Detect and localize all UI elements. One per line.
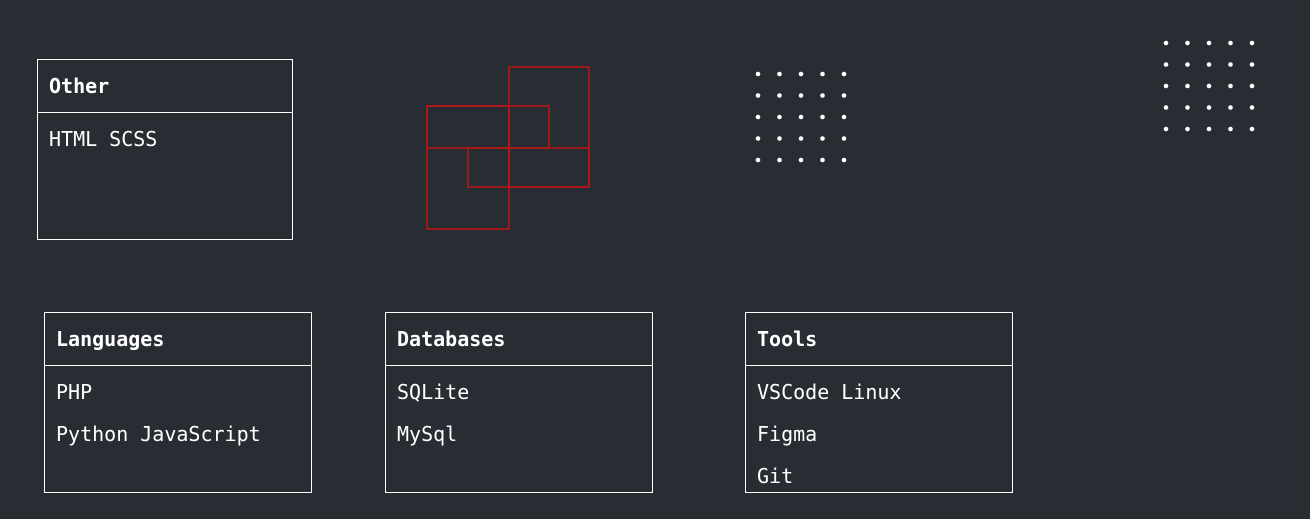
dot xyxy=(798,157,804,163)
dot xyxy=(1163,126,1169,132)
dot xyxy=(1206,83,1212,89)
skill-card-languages: Languages PHP Python JavaScript xyxy=(44,312,312,493)
dot xyxy=(841,157,847,163)
dot xyxy=(1228,83,1233,89)
dot xyxy=(777,136,782,141)
dot xyxy=(820,93,825,98)
dot xyxy=(820,71,825,77)
skill-item: HTML xyxy=(49,127,98,151)
skill-item: SQLite xyxy=(397,380,470,404)
dot xyxy=(841,71,847,77)
dot xyxy=(755,136,761,141)
dot xyxy=(755,71,761,77)
skill-card-databases: Databases SQLite MySql xyxy=(385,312,653,493)
dot xyxy=(755,114,761,120)
dot xyxy=(1249,105,1255,110)
skill-item: VSCode xyxy=(757,380,830,404)
skill-row: VSCode Linux xyxy=(757,376,1001,418)
dot xyxy=(820,136,825,141)
dot xyxy=(841,114,847,120)
skill-row: Figma xyxy=(757,418,1001,460)
dot xyxy=(777,71,782,77)
skill-item: JavaScript xyxy=(140,422,261,446)
skill-item: Git xyxy=(757,464,794,488)
skill-item: SCSS xyxy=(109,127,158,151)
skill-row: PHP xyxy=(56,376,300,418)
dot xyxy=(1228,40,1233,46)
dot-grid-icon xyxy=(1163,40,1255,132)
skill-item: Linux xyxy=(841,380,902,404)
dot xyxy=(1206,126,1212,132)
dot xyxy=(1228,105,1233,110)
dot xyxy=(820,157,825,163)
skill-row: Python JavaScript xyxy=(56,418,300,460)
dot xyxy=(1163,40,1169,46)
skill-item: MySql xyxy=(397,422,458,446)
dot xyxy=(798,114,804,120)
dot xyxy=(777,157,782,163)
overlapping-squares-logo xyxy=(426,66,590,230)
skill-row: Git xyxy=(757,460,1001,502)
dot xyxy=(1185,105,1190,110)
dot xyxy=(1249,62,1255,67)
skill-row: MySql xyxy=(397,418,641,460)
dot xyxy=(798,93,804,98)
dot xyxy=(1228,126,1233,132)
skill-row: HTML SCSS xyxy=(49,123,281,165)
skill-card-other: Other HTML SCSS xyxy=(37,59,293,240)
dot xyxy=(1163,62,1169,67)
dot xyxy=(798,136,804,141)
dot xyxy=(777,114,782,120)
card-body: PHP Python JavaScript xyxy=(45,366,311,470)
dot xyxy=(1185,62,1190,67)
dot xyxy=(1185,40,1190,46)
dot xyxy=(1206,62,1212,67)
dot xyxy=(1206,105,1212,110)
card-body: SQLite MySql xyxy=(386,366,652,470)
dot xyxy=(1249,40,1255,46)
dot-grid-icon xyxy=(755,71,847,163)
dot xyxy=(1249,126,1255,132)
card-body: VSCode Linux Figma Git xyxy=(746,366,1012,512)
card-body: HTML SCSS xyxy=(38,113,292,175)
dot xyxy=(1163,105,1169,110)
dot xyxy=(841,93,847,98)
skill-card-tools: Tools VSCode Linux Figma Git xyxy=(745,312,1013,493)
card-title: Tools xyxy=(746,313,1012,366)
skill-item: PHP xyxy=(56,380,93,404)
skill-item: Python xyxy=(56,422,129,446)
card-title: Databases xyxy=(386,313,652,366)
dot xyxy=(820,114,825,120)
dot xyxy=(1163,83,1169,89)
dot xyxy=(755,93,761,98)
skill-row: SQLite xyxy=(397,376,641,418)
dot xyxy=(777,93,782,98)
dot xyxy=(798,71,804,77)
card-title: Other xyxy=(38,60,292,113)
dot xyxy=(1185,126,1190,132)
dot xyxy=(1206,40,1212,46)
dot xyxy=(1228,62,1233,67)
dot xyxy=(841,136,847,141)
skill-item: Figma xyxy=(757,422,818,446)
dot xyxy=(755,157,761,163)
card-title: Languages xyxy=(45,313,311,366)
dot xyxy=(1249,83,1255,89)
dot xyxy=(1185,83,1190,89)
